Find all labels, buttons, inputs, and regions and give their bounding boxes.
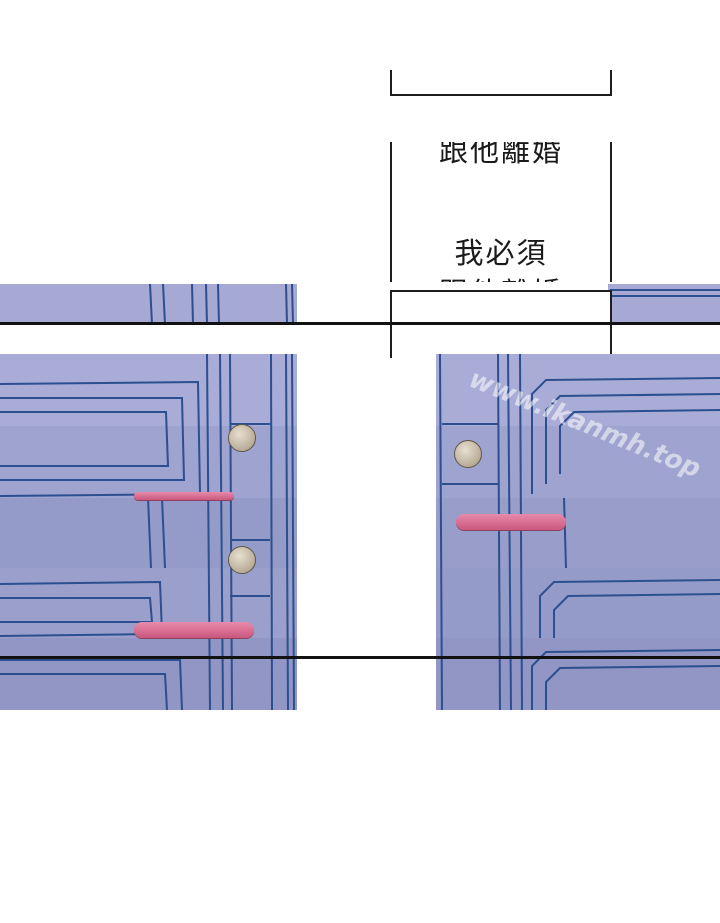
door-panel-strip-right xyxy=(608,284,720,324)
door-knob-icon xyxy=(454,440,482,468)
panel-border-line xyxy=(0,322,720,325)
door-handle-icon xyxy=(134,622,254,638)
door-handle-icon xyxy=(134,492,234,500)
door-knob-icon xyxy=(228,424,256,452)
speech-bubble-main: 跟他離婚 我必須 跟他離婚 xyxy=(390,142,612,282)
door-panel-right: www.ikanmh.top xyxy=(436,354,720,710)
panel-border-line xyxy=(0,656,720,659)
door-panel-left xyxy=(0,354,297,710)
dialogue-line-2: 跟他離婚 xyxy=(392,270,610,282)
speech-bubble-top xyxy=(390,70,612,96)
door-panel-strip-left xyxy=(0,284,297,324)
door-knob-icon xyxy=(228,546,256,574)
door-handle-icon xyxy=(456,514,566,530)
dialogue-line-1: 我必須 xyxy=(454,236,548,270)
dialogue-partial-line: 跟他離婚 xyxy=(438,142,563,168)
